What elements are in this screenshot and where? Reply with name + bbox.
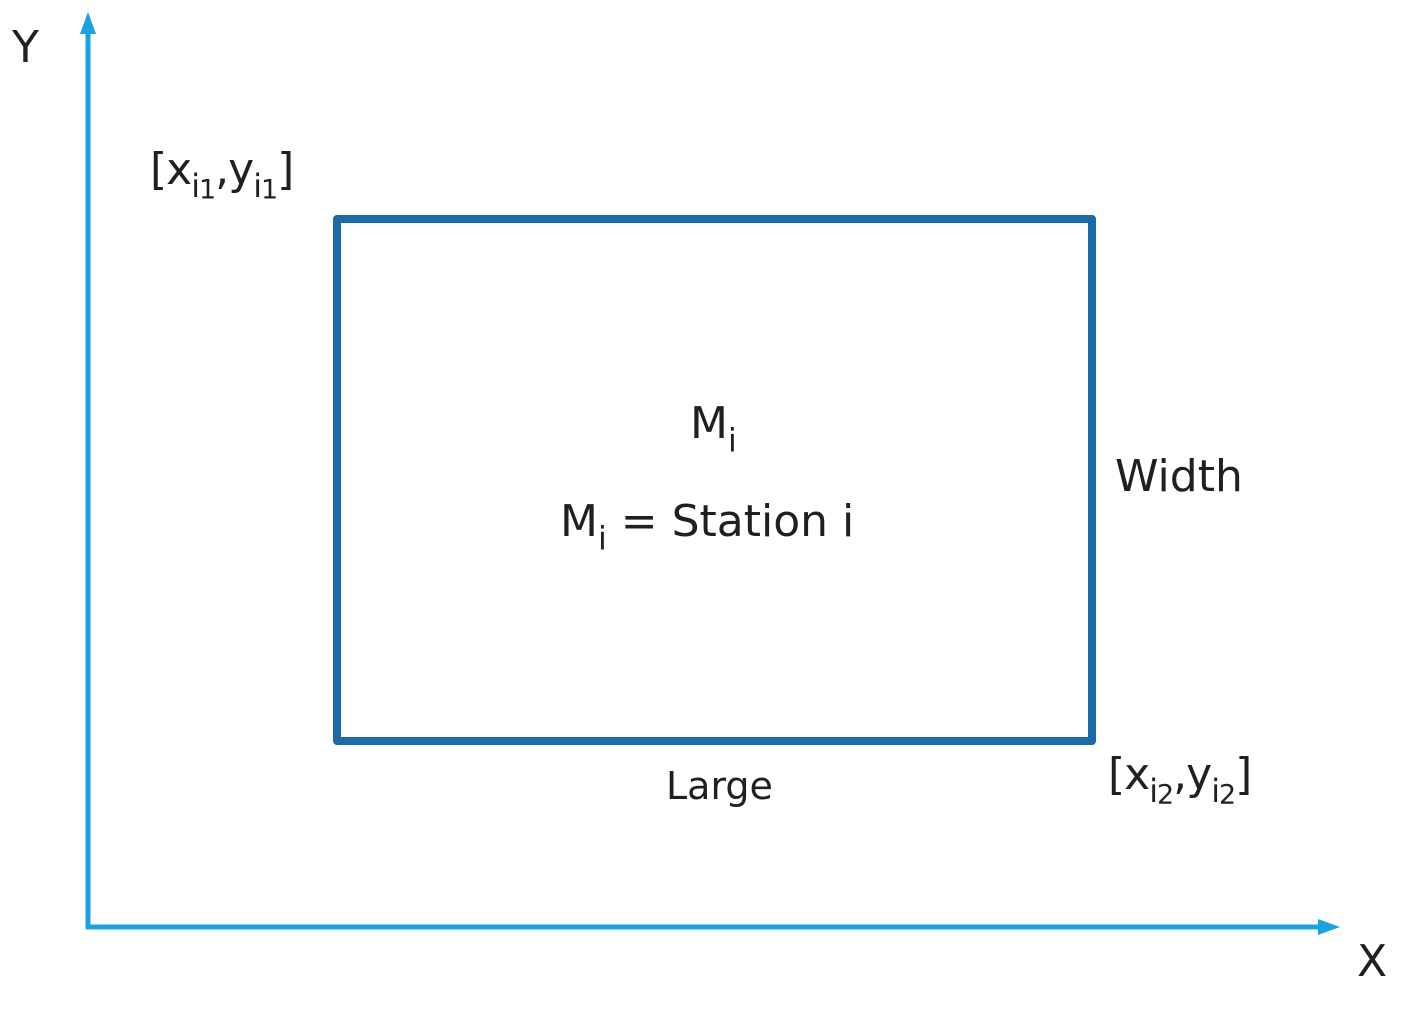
y-axis-label: Y (12, 22, 39, 73)
station-symbol-subscript: i (727, 423, 737, 460)
station-symbol: Mi (690, 402, 737, 458)
top-left-corner-label: [xi1,yi1] (150, 148, 294, 204)
station-symbol-letter: M (690, 398, 728, 449)
station-definition-subscript: i (597, 521, 607, 558)
station-definition-name: Station i (671, 496, 855, 547)
x-axis (86, 919, 1340, 935)
width-label: Width (1115, 451, 1243, 502)
corner-2-open: [x (1108, 749, 1150, 800)
corner-2-sep: ,y (1173, 749, 1212, 800)
x-axis-label: X (1357, 936, 1388, 987)
corner-2-x-subscript: i2 (1149, 774, 1174, 811)
corner-2-close: ] (1235, 749, 1252, 800)
corner-1-sep: ,y (215, 144, 254, 195)
corner-1-x-subscript: i1 (191, 169, 216, 206)
bottom-right-corner-label: [xi2,yi2] (1108, 753, 1252, 809)
corner-1-y-subscript: i1 (253, 169, 278, 206)
station-definition-symbol: M (560, 496, 598, 547)
x-axis-arrowhead (1318, 919, 1340, 935)
station-box (333, 215, 1096, 745)
station-definition-equals: = (606, 496, 672, 547)
y-axis-arrowhead (80, 12, 96, 34)
corner-2-y-subscript: i2 (1211, 774, 1236, 811)
y-axis (80, 12, 96, 929)
large-label: Large (666, 764, 773, 808)
corner-1-close: ] (277, 144, 294, 195)
station-definition: Mi = Station i (560, 500, 854, 556)
corner-1-open: [x (150, 144, 192, 195)
